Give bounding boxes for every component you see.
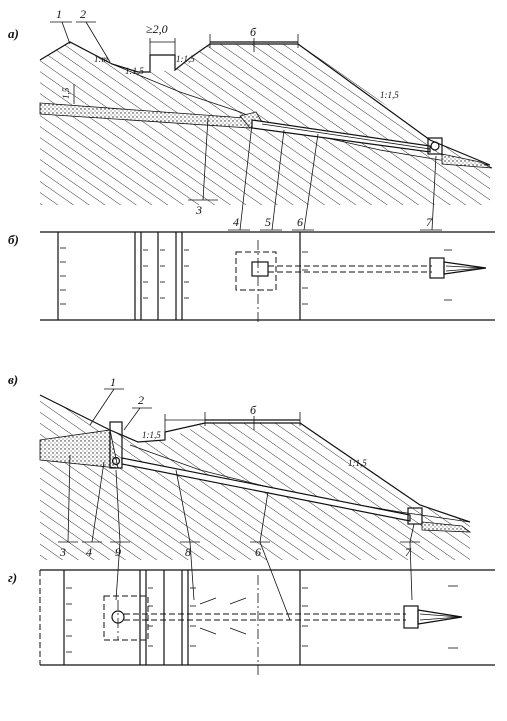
panel-a-callout-4: 4 <box>233 215 239 229</box>
panel-c-callout-8: 8 <box>185 545 191 559</box>
panel-a-top-dim-label: б <box>250 25 257 39</box>
panel-a-letter: а) <box>8 26 19 41</box>
panel-c-callout-9: 9 <box>115 545 121 559</box>
panel-c-callout-4: 4 <box>86 545 92 559</box>
panel-c-callout-7: 7 <box>405 545 412 559</box>
panel-d-outlet <box>403 605 419 629</box>
panel-a-slope-2: 1:1,5 <box>125 66 144 76</box>
panel-c-slope-2: 1:1,5 <box>348 458 367 468</box>
panel-a-callout-2: 2 <box>80 7 86 21</box>
panel-a-slope-3: 1:1,5 <box>176 54 195 64</box>
panel-b-outlet <box>429 257 445 279</box>
panel-a-section: а) ≥2,0 б 1:m 1:1,5 1:1,5 1 <box>8 7 493 231</box>
panel-c-callout-6: 6 <box>255 545 261 559</box>
panel-c-section: в) б 1:1,5 1:1,5 1 2 3 <box>8 372 472 621</box>
panel-c-callout-3: 3 <box>59 545 66 559</box>
panel-a-callout-6: 6 <box>297 215 303 229</box>
panel-c-letter: в) <box>8 372 18 387</box>
panel-c-callout-1: 1 <box>110 375 116 389</box>
panel-a-callout-1: 1 <box>56 7 62 21</box>
panel-a-berm-dim-label: ≥2,0 <box>146 22 168 36</box>
panel-c-pipe <box>121 457 411 522</box>
panel-c-top-dim-label: б <box>250 403 257 417</box>
panel-a-slope-1: 1:m <box>94 54 108 64</box>
panel-a-callout-3: 3 <box>195 203 202 217</box>
panel-d-letter: г) <box>8 570 17 585</box>
panel-a-callout-7: 7 <box>426 215 433 229</box>
panel-a-callout-5: 5 <box>265 215 271 229</box>
panel-c-outlet <box>407 507 423 525</box>
panel-b-letter: б) <box>8 232 19 247</box>
panel-b-collector <box>235 251 277 291</box>
panel-a-slope-4: 1:1,5 <box>380 90 399 100</box>
panel-c-callout-2: 2 <box>138 393 144 407</box>
panel-b-plan: б) <box>8 231 495 325</box>
panel-a-outlet <box>427 137 443 155</box>
panel-c-well <box>109 421 123 469</box>
panel-d-well-zone <box>103 595 149 641</box>
panel-c-slope-1: 1:1,5 <box>142 430 161 440</box>
panel-c-soil <box>40 395 470 560</box>
panel-d-plan: г) <box>8 569 495 675</box>
panel-a-side-dim-label: 1,5 <box>61 87 71 99</box>
